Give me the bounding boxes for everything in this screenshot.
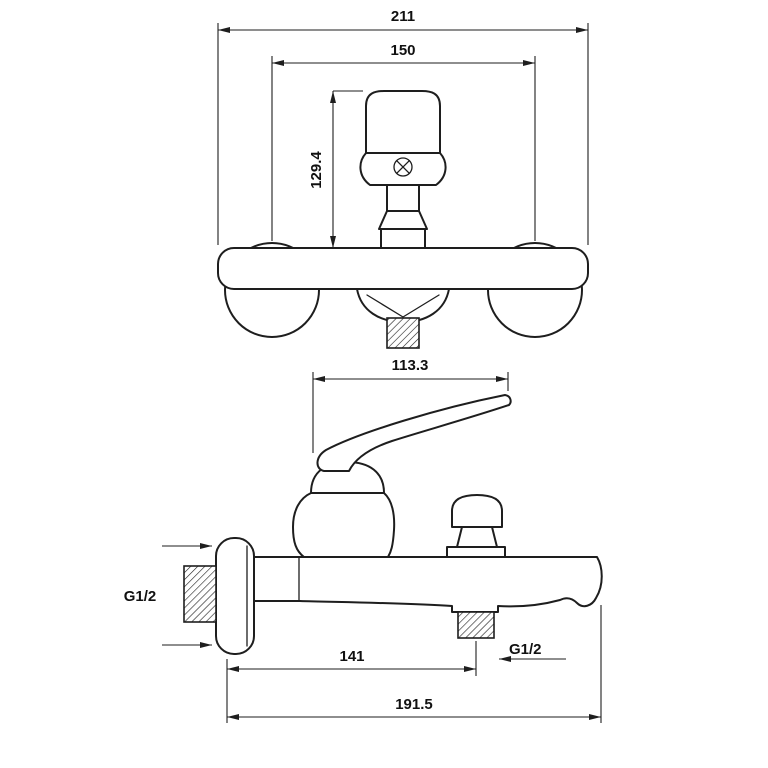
cartridge-knob: [359, 90, 447, 186]
diverter-dome: [451, 494, 503, 528]
dim-141-label: 141: [339, 648, 364, 665]
outlet-thread-label: G1/2: [509, 641, 542, 658]
mixer-body-front: [217, 247, 589, 290]
lever-handle-side: [316, 394, 512, 472]
diverter-base: [446, 546, 506, 558]
front-view: 211 150: [217, 8, 589, 349]
side-view: 113.3 G1/2 G1/2: [124, 357, 603, 723]
dimension-hole-centers: 150: [271, 42, 536, 241]
diverter-knob: [446, 494, 506, 558]
inlet-thread-label: G1/2: [124, 588, 157, 605]
knob-skirt: [359, 152, 447, 186]
bottom-outlet-thread-front: [386, 317, 420, 349]
dimension-handle-reach: 113.3: [312, 357, 509, 453]
dimension-overall-width: 211: [217, 8, 589, 245]
knob-neck: [378, 184, 428, 249]
dim-113-3-label: 113.3: [392, 357, 429, 374]
dimension-outlet-reach: 141: [226, 641, 477, 723]
inlet-thread-callout: G1/2: [124, 543, 212, 648]
spout-facet-lines: [366, 294, 440, 318]
neck-upper: [386, 184, 420, 212]
inlet-thread: [183, 565, 217, 623]
dim-191-5-label: 191.5: [395, 696, 433, 713]
dim-129-4-label: 129.4: [308, 151, 325, 189]
bottom-outlet-thread-side: [457, 611, 495, 639]
wall-flange-side: [215, 537, 255, 655]
dimension-overall-reach: 191.5: [227, 605, 602, 723]
dim-150-label: 150: [390, 42, 415, 59]
outlet-thread-callout: G1/2: [499, 641, 566, 662]
knob-top: [365, 90, 441, 154]
dimension-height: 129.4: [308, 90, 363, 248]
mixing-symbol-cross-icon: [396, 160, 410, 174]
neck-collar: [380, 228, 426, 249]
mixing-symbol-icon: [393, 157, 413, 177]
cartridge-housing-side: [292, 492, 396, 558]
diverter-stem: [456, 526, 498, 548]
dim-211-label: 211: [391, 8, 415, 25]
neck-flare: [378, 210, 428, 230]
spout-body-side: [253, 556, 603, 613]
